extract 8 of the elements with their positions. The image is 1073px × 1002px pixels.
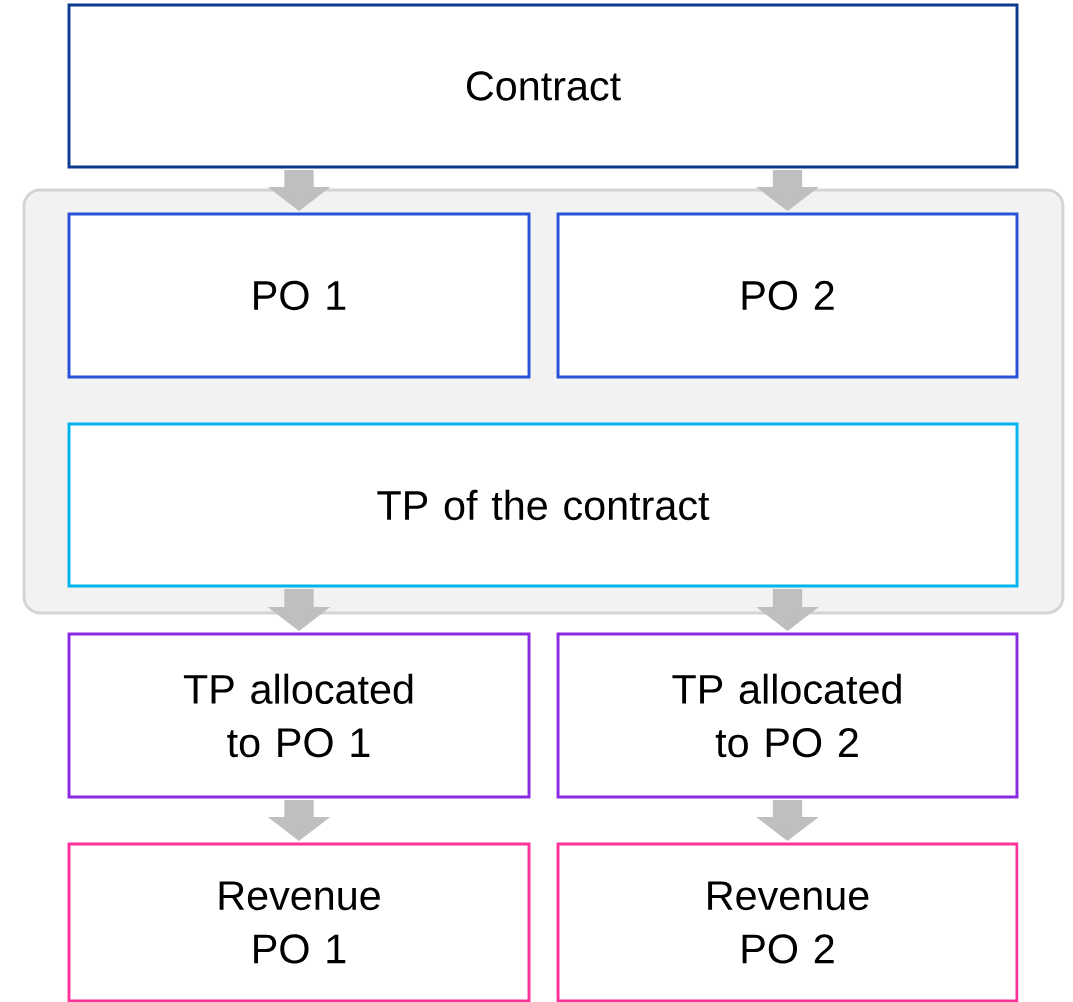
process-box: PO 1 (67, 212, 531, 379)
process-box: Contract (67, 3, 1019, 169)
process-box: TP allocated to PO 1 (67, 632, 531, 799)
process-box: PO 2 (556, 212, 1019, 379)
process-box: TP of the contract (67, 422, 1019, 588)
process-box: TP allocated to PO 2 (556, 632, 1019, 799)
process-box: Revenue PO 1 (67, 842, 531, 1002)
process-box: Revenue PO 2 (556, 842, 1019, 1002)
